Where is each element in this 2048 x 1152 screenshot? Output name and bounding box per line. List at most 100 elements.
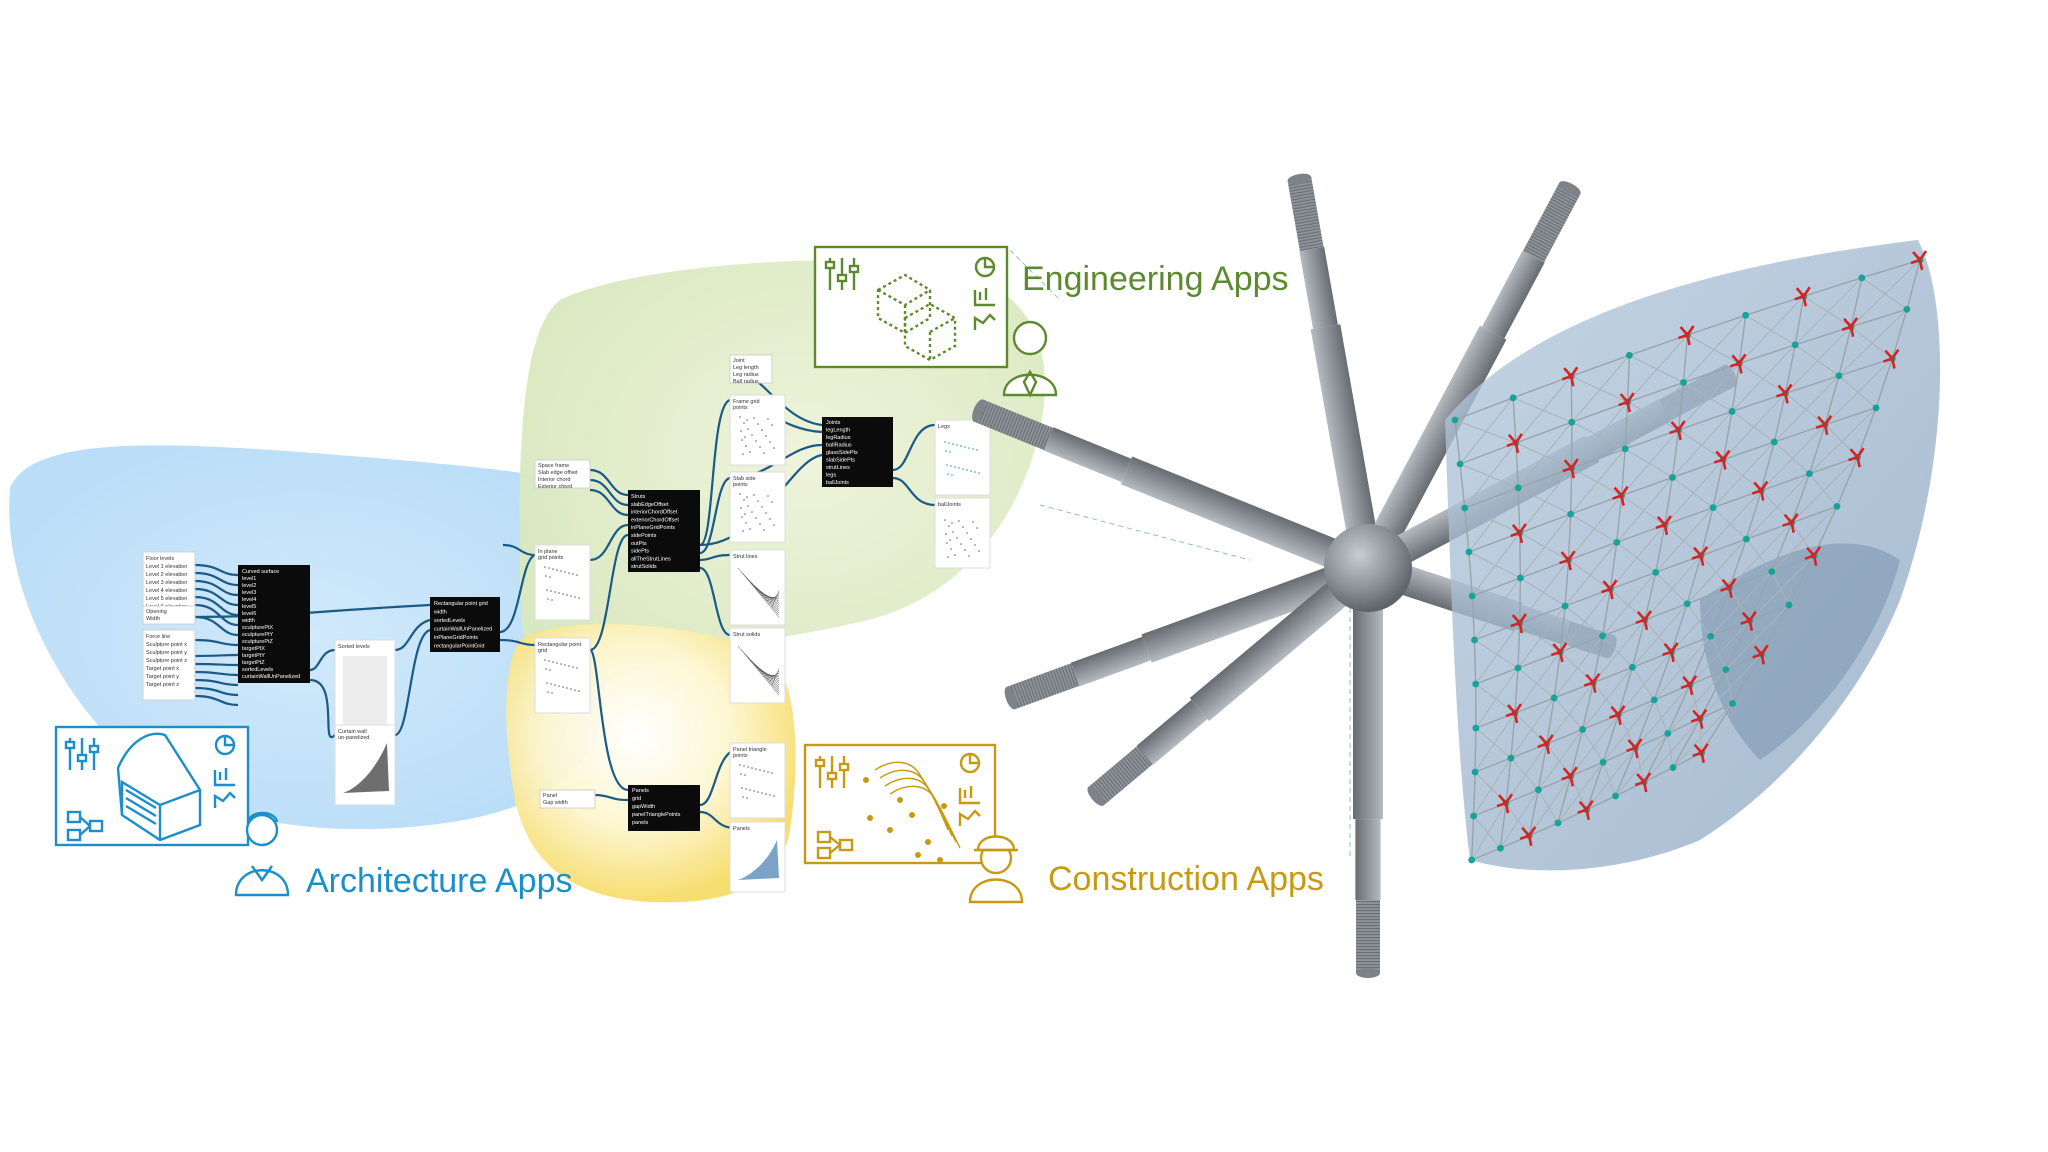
frame-leg [1655,515,1672,536]
frame-leg [1740,610,1757,631]
frame-leg [1577,799,1594,820]
strut [1618,651,1672,716]
frame-leg [1634,772,1652,793]
rect-grid-port: Rectangular point grid [434,601,488,607]
force-line-item: Sculpture point z [146,658,187,664]
preview-label: Strut solids [733,632,760,638]
frame-leg [1752,644,1769,665]
frame-leg [1669,420,1686,441]
strut [1610,524,1666,590]
strut [1505,757,1512,804]
floor-level-item: Level 4 elevation [146,588,187,594]
strut [1627,334,1688,403]
strut [1785,326,1852,394]
preview-content [343,743,389,793]
frame-joint [1612,792,1619,800]
preview-content [739,764,775,799]
floor-level-item: Level 1 elevation [146,564,187,570]
strut [1519,577,1522,623]
frame-joint [1471,636,1478,644]
frame-joint [1652,568,1660,576]
strut [1519,622,1561,653]
strut [1468,551,1521,579]
strut [1471,847,1501,861]
strut [1581,682,1594,730]
strut [1672,411,1733,478]
curved-surface-port: level1 [242,576,256,582]
strut [1515,442,1572,469]
strut [1836,456,1859,507]
curved-surface-port: level2 [242,583,256,589]
strut [1570,513,1617,543]
strut [1546,682,1594,745]
curved-surface-port: targetPtX [242,646,265,652]
strut [1627,401,1679,431]
joint-leg [1087,556,1378,806]
strut [1464,487,1519,509]
struts-port: exteriorChordOffset [631,517,679,523]
strut [1519,559,1569,624]
frame-leg [1559,550,1576,571]
strut [1655,524,1666,573]
frame-joint [1742,535,1750,543]
struts-port: Struts [631,494,646,500]
preview-rectangular-grid [534,637,591,714]
strut [1850,259,1921,328]
strut [1632,603,1688,668]
force-line-item: Sculpture point x [146,642,187,648]
strut [1643,718,1701,783]
strut [1731,653,1763,704]
frame-joint [1465,548,1473,556]
strut [1614,747,1637,797]
strut [1760,441,1775,491]
strut [1670,603,1688,653]
joints-port: legLength [826,428,850,434]
strut [1803,295,1852,328]
opening-item: Width [146,616,160,622]
frame-joint [1625,351,1633,359]
struts-port: outPts [631,541,647,547]
strut [1667,733,1674,768]
strut [1861,259,1921,279]
strut [1475,667,1519,729]
joint-leg [1354,181,1581,576]
frame-joint [1709,504,1717,511]
strut [1731,363,1741,412]
frame-leg [1882,348,1900,369]
frame-joint [1567,510,1575,518]
strut [1689,635,1712,686]
strut [1683,314,1746,383]
frame-joint [1768,568,1776,576]
strut [1629,354,1684,383]
strut [1771,522,1793,572]
preview-label: Sorted levels [338,644,370,650]
strut [1791,456,1858,524]
strut [1790,473,1811,523]
strut [1809,473,1838,507]
strut [1722,411,1733,460]
strut [1678,429,1724,460]
struts-port: sidePts [631,549,649,555]
strut [1592,619,1646,683]
strut [1664,477,1674,525]
frame-joint [1729,700,1736,707]
frame-joint [1791,341,1799,349]
floor-level-item: Level 2 elevation [146,572,187,578]
frame-leg [1691,545,1709,566]
preview-strut-solids [729,627,786,704]
frame-joint [1664,729,1672,737]
strut [1667,684,1691,734]
frame-leg [1690,708,1708,729]
frame-joint [1806,470,1813,478]
rect-grid-port: curtainWallUnPanelized [434,627,492,633]
strut [1505,743,1548,804]
joint-leg [1287,173,1383,571]
space-frame-item: Slab edge offset [538,470,578,476]
frame-leg [1848,447,1865,468]
strut [1739,344,1796,365]
strut [1689,620,1751,686]
preview-content [738,840,779,880]
